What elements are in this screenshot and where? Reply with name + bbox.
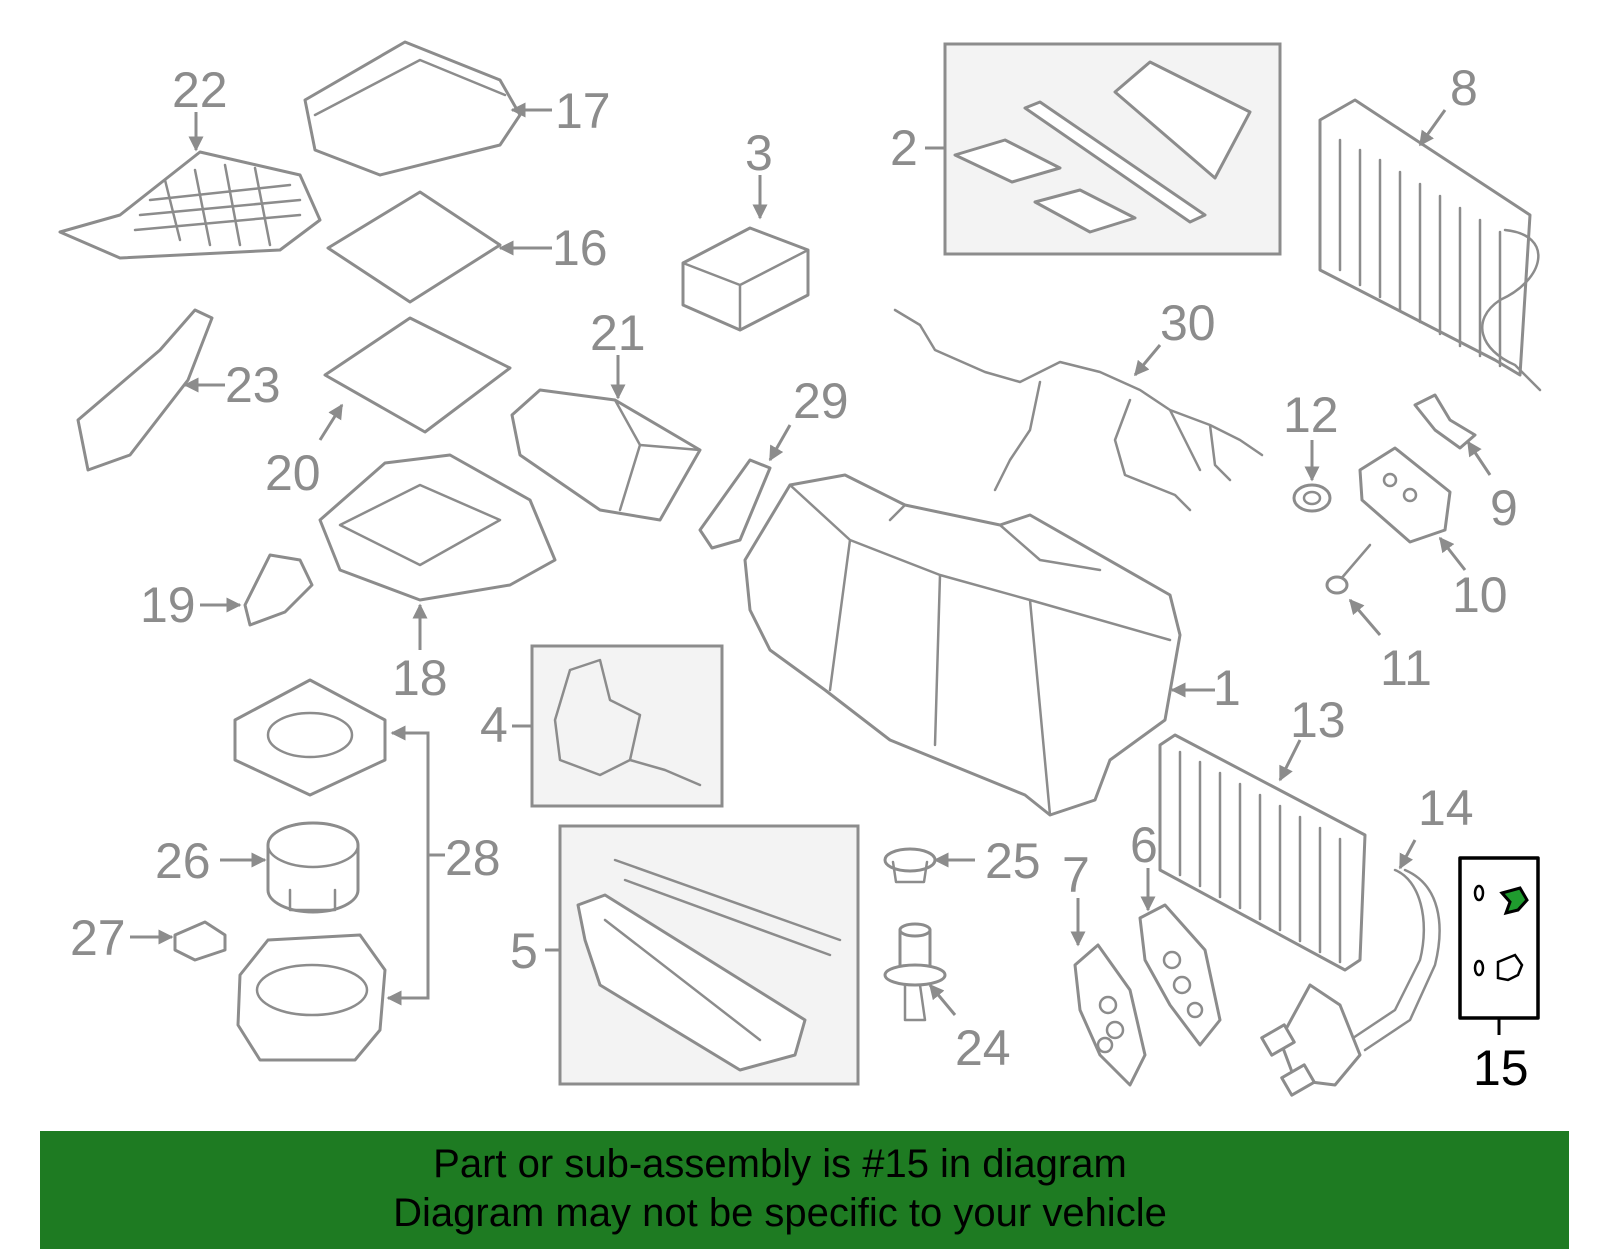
banner-line-part: Part or sub-assembly is #15 in diagram [433,1142,1127,1186]
callout-25: 25 [985,833,1041,889]
part-17-cover [303,40,522,177]
part-15-clip-kit[interactable] [1458,856,1540,1035]
part-30-wiring-harness [893,308,1264,512]
callout-4: 4 [480,697,508,753]
callout-1: 1 [1213,660,1241,716]
part-7-seal [1073,943,1147,1087]
callout-18: 18 [392,650,448,706]
notice-banner: Part or sub-assembly is #15 in diagram D… [40,1131,1569,1249]
part-14-pipe-valve [1260,868,1441,1097]
callout-16: 16 [552,220,608,276]
part-8-heater-core [1318,98,1542,392]
part-11-bolt [1325,543,1372,595]
callout-30: 30 [1160,295,1216,351]
callout-5: 5 [510,923,538,979]
part-2-filter-set [953,60,1252,234]
callout-7: 7 [1062,847,1090,903]
callout-19: 19 [140,577,196,633]
part-9-clip [1413,393,1477,450]
part-18-case [318,453,557,602]
part-22-grille [58,150,322,260]
part-13-evaporator [1158,733,1367,972]
callout-28: 28 [445,830,501,886]
part-24-valve [883,922,947,1022]
callout-3: 3 [745,125,773,181]
part-10-sensor [1358,446,1452,544]
callout-11: 11 [1380,640,1432,696]
callout-13: 13 [1290,692,1346,748]
callout-17: 17 [555,83,611,139]
callout-27: 27 [70,910,126,966]
leader-lines [130,102,1492,1016]
part-23-duct [76,308,214,472]
callout-21: 21 [590,305,646,361]
part-28-lower-housing [236,933,387,1062]
callout-8: 8 [1450,60,1478,116]
banner-line-disclaimer: Diagram may not be specific to your vehi… [393,1191,1167,1235]
callout-29: 29 [793,373,849,429]
callout-9: 9 [1490,480,1518,536]
part-28-blower-housing [233,678,387,797]
part-21-housing [510,388,702,522]
callout-23: 23 [225,357,281,413]
callout-10: 10 [1452,567,1508,623]
box-part-4 [530,644,724,808]
part-1-hvac-housing [743,473,1182,817]
part-3-block [681,226,810,332]
part-5-assembly [576,858,842,1072]
part-4-actuator [553,658,702,787]
callout-20: 20 [265,445,321,501]
callout-26: 26 [155,833,211,889]
part-29-connector [698,458,772,550]
part-26-blower-motor [266,821,360,914]
part-27-resistor [173,920,227,962]
callout-12: 12 [1283,387,1339,443]
callout-24: 24 [955,1020,1011,1076]
part-6-seal [1138,903,1222,1047]
part-20-filter [323,316,512,434]
callout-15: 15 [1473,1040,1529,1096]
part-19-bracket [243,553,314,627]
part-12-washer [1292,483,1332,513]
part-16-filter [326,190,502,304]
callout-2: 2 [890,120,918,176]
callout-14: 14 [1418,780,1474,836]
part-25-grommet [883,847,937,884]
callout-22: 22 [172,62,228,118]
callout-6: 6 [1130,817,1158,873]
